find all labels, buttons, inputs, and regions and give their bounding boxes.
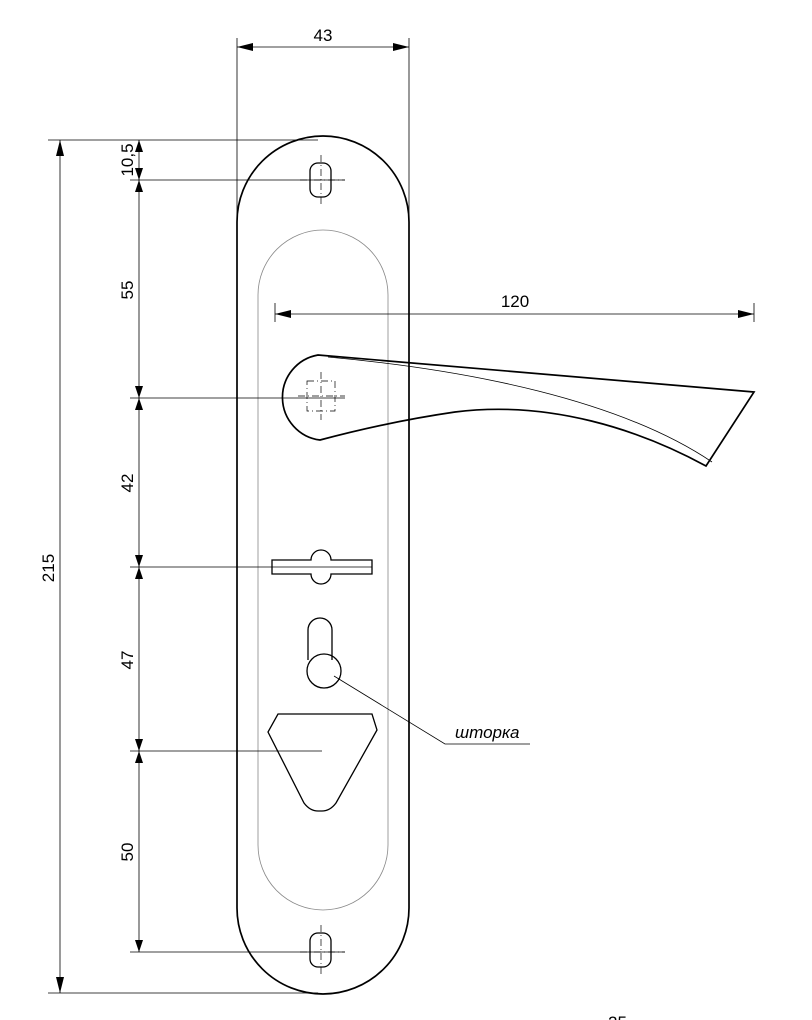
dim-total-height [48,139,318,994]
dim-handle-to-key-label: 42 [118,474,137,493]
back-plate [236,135,410,995]
thumbturn-cover [267,713,378,812]
shutter-leader [333,675,530,745]
dim-top-hole-label: 10,5 [118,143,137,176]
dim-width [236,38,410,222]
dim-handle-length-label: 120 [501,292,529,311]
dim-key-to-cylinder-label: 47 [118,651,137,670]
dim-hole-to-handle-label: 55 [118,281,137,300]
key-slot [271,549,373,585]
plate-inner-groove [257,229,389,911]
dim-chain [130,140,372,953]
shutter-label: шторка [455,723,519,742]
lever-handle [281,354,756,468]
dim-handle-length [274,303,755,322]
partial-number: 25 [608,1013,627,1020]
shutter-knob [306,617,342,689]
bottom-mounting-hole [300,925,345,975]
dim-width-label: 43 [314,26,333,45]
dim-total-height-label: 215 [39,554,58,582]
dim-cylinder-to-hole-label: 50 [118,843,137,862]
